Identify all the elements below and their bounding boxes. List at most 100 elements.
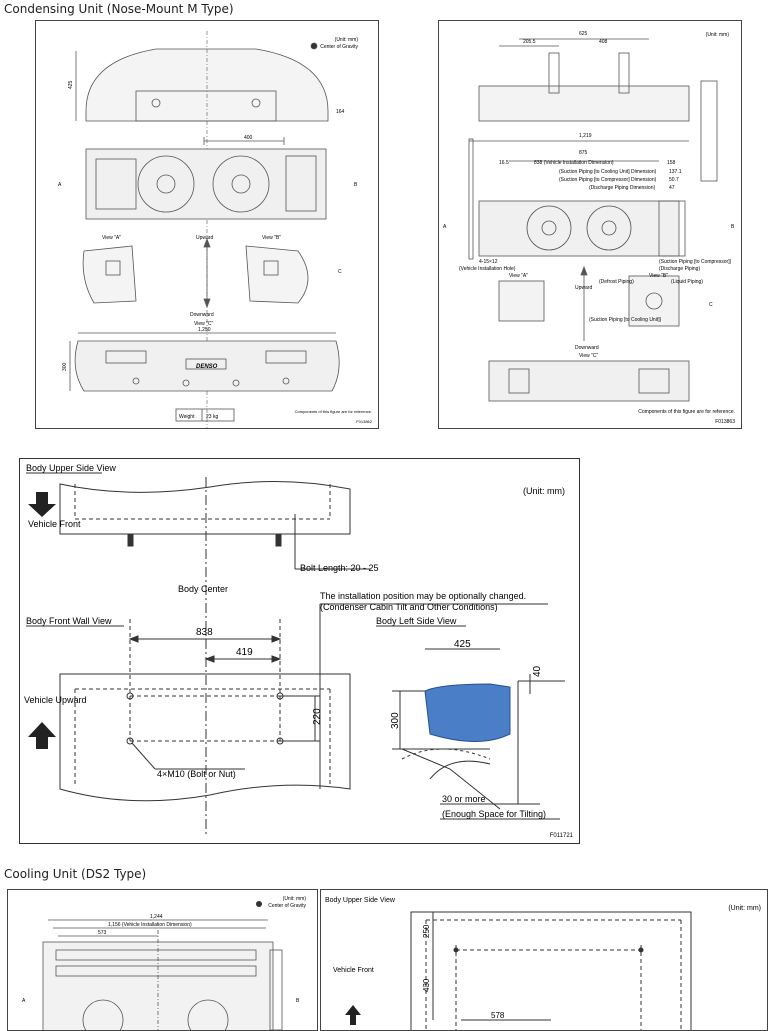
cooling-install-drawing: Body Upper Side View (Unit: mm) Vehicle …	[320, 889, 768, 1031]
downward-right: Downward	[575, 345, 599, 351]
dim-158: 158	[667, 160, 676, 166]
label-discharge: (Discharge Piping Dimension)	[589, 185, 655, 191]
cooling-arrow-b: B	[296, 998, 300, 1004]
condensing-top-drawing: (Unit: mm) 625 205.5 408 1,219 875 838 (…	[438, 20, 742, 429]
dim-220-install: 220	[312, 708, 323, 725]
dim-875: 875	[579, 150, 588, 156]
clearance-label-2: (Enough Space for Tilting)	[442, 809, 546, 819]
installation-svg: Body Upper Side View (Unit: mm) Vehicle …	[24, 463, 574, 839]
condensing-front-svg: (Unit: mm) Center of Gravity 425 400 164…	[58, 31, 373, 428]
view-b-right: View "B"	[649, 273, 668, 279]
dim-164: 164	[336, 109, 345, 115]
condensing-front-drawing: (Unit: mm) Center of Gravity 425 400 164…	[35, 20, 379, 429]
bolt-spec-label: 4×M10 (Bolt or Nut)	[157, 769, 236, 779]
body-front-wall-title: Body Front Wall View	[26, 616, 112, 626]
reference-note: Components of this figure are for refere…	[295, 409, 372, 414]
cooling-unit-svg: (Unit: mm) Center of Gravity 1,244 1,156…	[22, 896, 307, 1030]
weight-value: 23 kg	[206, 414, 218, 420]
cooling-unit-label: (Unit: mm)	[283, 896, 307, 902]
dim-1250: 1,250	[198, 327, 211, 333]
label-suction-cool: (Suction Piping [to Cooling Unit] Dimens…	[559, 169, 657, 175]
dim-425-install: 425	[454, 639, 471, 650]
label-discharge-p: (Discharge Piping)	[659, 266, 700, 272]
label-suction-pc: (Suction Piping [to Compressor])	[659, 259, 732, 265]
cooling-vehicle-front-arrow-icon	[345, 1005, 361, 1025]
body-upper-title: Body Upper Side View	[26, 463, 116, 473]
dim-height: 425	[68, 80, 74, 89]
arrow-c-right: C	[709, 302, 713, 308]
dim-578: 578	[491, 1011, 505, 1020]
upward-label: Upward	[196, 235, 213, 241]
unit-label: (Unit: mm)	[335, 37, 359, 43]
cooling-arrow-a: A	[22, 998, 26, 1004]
dim-300: 300	[62, 362, 68, 371]
suction-cu-label: (Suction Piping [to Cooling Unit])	[589, 317, 662, 323]
dim-137: 137.1	[669, 169, 682, 175]
cooling-install-unit: (Unit: mm)	[728, 905, 761, 912]
downward-label: Downward	[190, 312, 214, 318]
dim-507: 50.7	[669, 177, 679, 183]
view-c-right: View "C"	[579, 353, 599, 359]
dim-1219: 1,219	[579, 133, 592, 139]
cooling-body-upper-title: Body Upper Side View	[325, 897, 396, 904]
vehicle-front-arrow-icon	[28, 492, 56, 517]
arrow-c-label: C	[338, 269, 342, 275]
dim-430: 430	[422, 978, 431, 992]
cooling-cog-label: Center of Gravity	[268, 903, 306, 909]
cooling-vehicle-front-label: Vehicle Front	[333, 967, 374, 974]
cog-label: Center of Gravity	[320, 44, 358, 50]
denso-logo: DENSO	[196, 364, 218, 370]
view-a-label: View "A"	[102, 235, 121, 241]
dim-16: 16.5	[499, 160, 509, 166]
arrow-a-right: A	[443, 224, 447, 230]
clearance-label-1: 30 or more	[442, 794, 486, 804]
unit-label-install: (Unit: mm)	[523, 486, 565, 496]
vehicle-upward-arrow-icon	[28, 722, 56, 749]
note-line-2: (Condenser Cabin Tilt and Other Conditio…	[320, 602, 498, 612]
weight-label: Weight	[179, 414, 195, 420]
dim-47: 47	[669, 185, 675, 191]
view-a-right: View "A"	[509, 273, 528, 279]
dim-408: 408	[599, 39, 608, 45]
note-line-1: The installation position may be optiona…	[320, 591, 526, 601]
cooling-section-title: Cooling Unit (DS2 Type)	[4, 867, 147, 881]
arrow-b-right: B	[731, 224, 735, 230]
label-holes2: (Vehicle Installation Hole)	[459, 266, 516, 272]
installation-diagram: Body Upper Side View (Unit: mm) Vehicle …	[19, 458, 580, 844]
body-left-side-title: Body Left Side View	[376, 616, 457, 626]
dim-1244: 1,244	[150, 914, 163, 920]
dim-573: 573	[98, 930, 107, 936]
dim-625: 625	[579, 31, 588, 37]
cooling-unit-drawing: (Unit: mm) Center of Gravity 1,244 1,156…	[7, 889, 318, 1031]
label-holes: 4-15×12	[479, 259, 498, 265]
body-center-label: Body Center	[178, 584, 228, 594]
defrost-label: (Defrost Piping)	[599, 279, 634, 285]
dim-838-install: 838	[196, 627, 213, 638]
install-code: F011721	[550, 833, 574, 839]
condensing-section-title: Condensing Unit (Nose-Mount M Type)	[4, 2, 234, 16]
view-b-label: View "B"	[262, 235, 281, 241]
arrow-a-label: A	[58, 182, 62, 188]
dim-419-install: 419	[236, 647, 253, 658]
upward-right: Upward	[575, 285, 592, 291]
dim-40-install: 40	[532, 665, 543, 677]
dim-300-install: 300	[390, 712, 401, 729]
dim-205: 205.5	[523, 39, 536, 45]
vehicle-front-label: Vehicle Front	[28, 519, 81, 529]
view-c-label: View "C"	[194, 321, 214, 327]
cooling-install-svg: Body Upper Side View (Unit: mm) Vehicle …	[325, 897, 761, 1030]
label-suction-comp: (Suction Piping [to Compressor] Dimensio…	[559, 177, 657, 183]
drawing-code: F013862	[356, 419, 373, 424]
dim-838: 838 (Vehicle Installation Dimension)	[534, 160, 614, 166]
bolt-length-label: Bolt Length: 20 - 25	[300, 563, 379, 573]
vehicle-upward-label: Vehicle Upward	[24, 695, 87, 705]
dim-400: 400	[244, 135, 253, 141]
unit-label-right: (Unit: mm)	[706, 32, 730, 38]
dim-1156: 1,156 (Vehicle Installation Dimension)	[108, 922, 192, 928]
dim-250: 250	[422, 924, 431, 938]
condensing-top-svg: (Unit: mm) 625 205.5 408 1,219 875 838 (…	[443, 31, 735, 425]
drawing-code-right: F013863	[715, 419, 735, 425]
condenser-unit-shape	[424, 683, 511, 742]
liquid-label: (Liquid Piping)	[671, 279, 703, 285]
arrow-b-label: B	[354, 182, 358, 188]
